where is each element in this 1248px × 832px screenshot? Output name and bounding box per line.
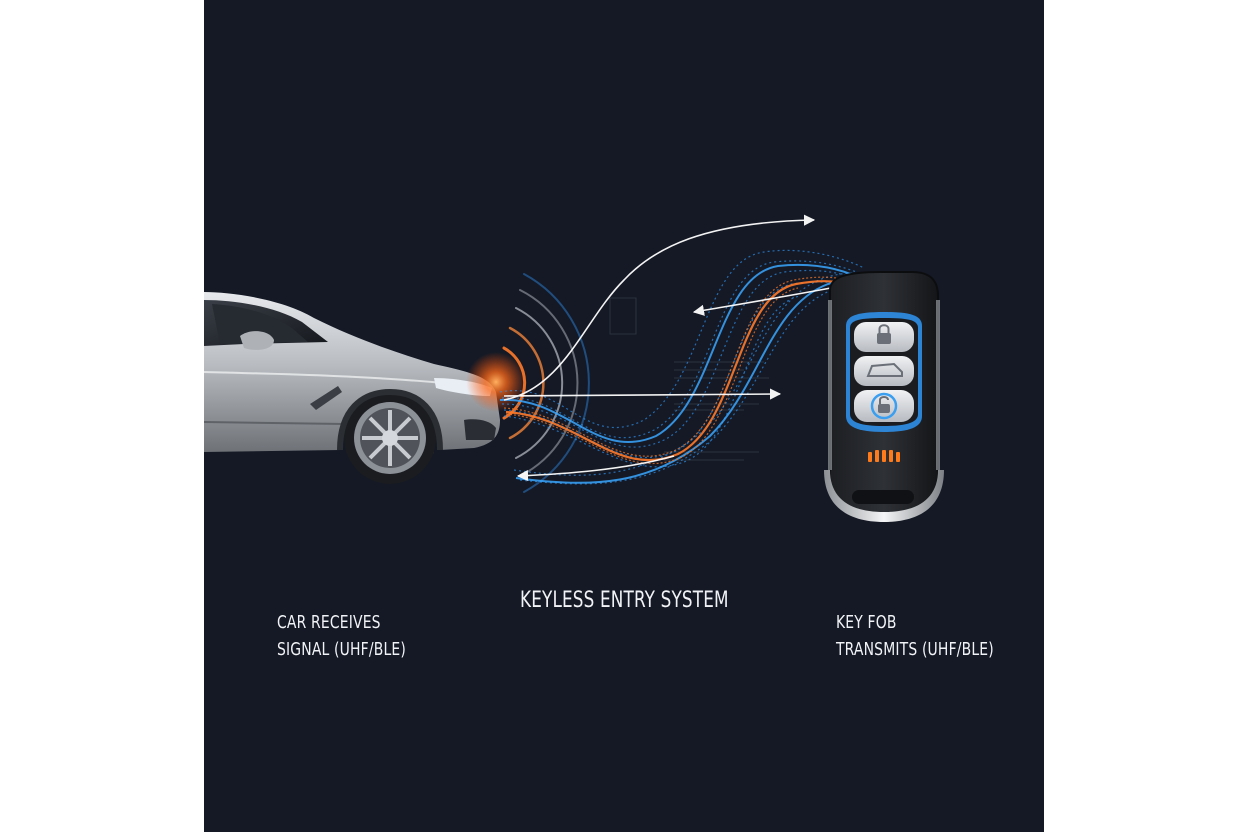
lock-icon	[877, 324, 891, 344]
signal-waves	[499, 214, 873, 485]
fob-caption-line-1: KEY FOB	[836, 612, 897, 633]
car-caption-line-1: CAR RECEIVES	[277, 612, 381, 633]
keyless-entry-illustration	[204, 214, 944, 522]
sensor-glow	[466, 352, 526, 412]
diagram-panel: KEYLESS ENTRY SYSTEM CAR RECEIVES SIGNAL…	[204, 0, 1044, 832]
led-indicator	[868, 450, 900, 462]
background-schematic-lines	[609, 297, 769, 461]
car-wheel	[337, 388, 443, 484]
car-illustration	[204, 292, 526, 484]
key-fob	[824, 271, 944, 522]
fob-caption-line-2: TRANSMITS (UHF/BLE)	[836, 639, 994, 660]
car-caption: CAR RECEIVES SIGNAL (UHF/BLE)	[277, 609, 406, 663]
unlock-icon	[870, 392, 898, 420]
signal-arcs	[502, 273, 590, 493]
diagram-title: KEYLESS ENTRY SYSTEM	[520, 588, 729, 613]
car-caption-line-2: SIGNAL (UHF/BLE)	[277, 639, 406, 660]
trunk-icon	[866, 362, 903, 377]
trunk-button	[854, 356, 914, 386]
fob-caption: KEY FOB TRANSMITS (UHF/BLE)	[836, 609, 994, 663]
